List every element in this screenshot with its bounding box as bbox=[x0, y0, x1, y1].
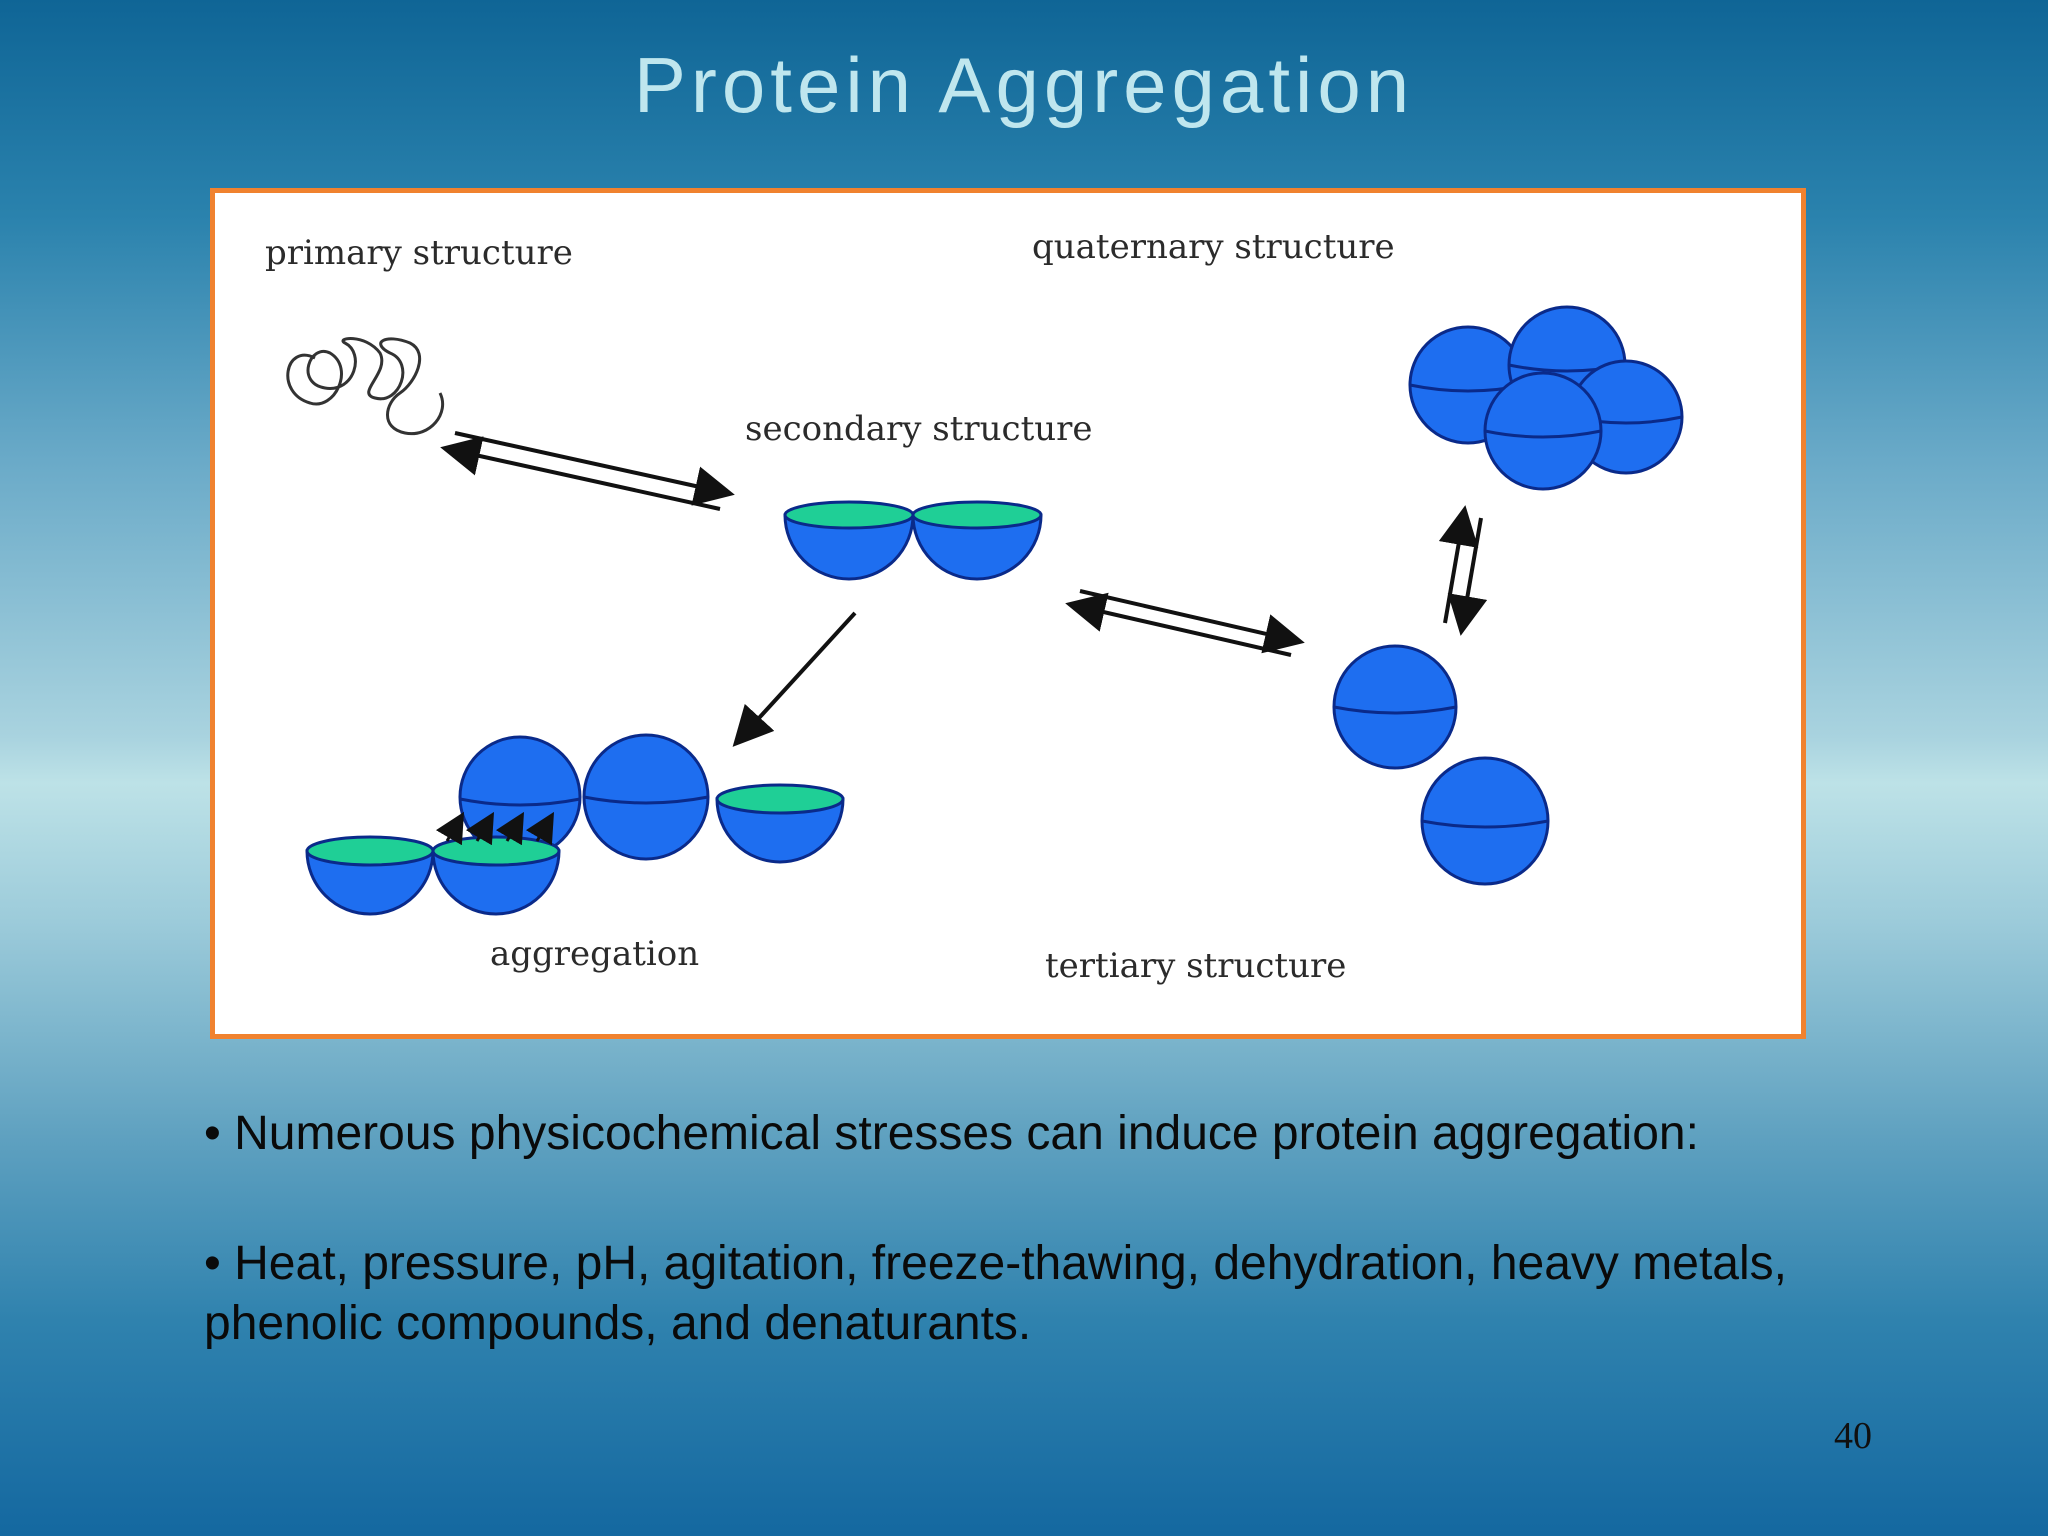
label-aggregation: aggregation bbox=[490, 934, 699, 974]
tertiary-structure-spheres bbox=[1332, 644, 1550, 886]
bullet-list: • Numerous physicochemical stresses can … bbox=[204, 1104, 1904, 1424]
secondary-structure-domains bbox=[783, 500, 1043, 581]
equilibrium-arrow-secondary-tertiary bbox=[1065, 589, 1305, 657]
label-tertiary-structure: tertiary structure bbox=[1045, 946, 1346, 986]
bullet-item: • Numerous physicochemical stresses can … bbox=[204, 1107, 1699, 1160]
protein-structure-figure: primary structure quaternary structure s… bbox=[210, 188, 1806, 1039]
equilibrium-arrow-primary-secondary bbox=[440, 431, 735, 511]
label-quaternary-structure: quaternary structure bbox=[1032, 227, 1395, 267]
protein-diagram: primary structure quaternary structure s… bbox=[265, 227, 1684, 986]
quaternary-structure-spheres bbox=[1408, 305, 1684, 491]
primary-chain bbox=[286, 337, 444, 436]
arrow-secondary-to-aggregation bbox=[732, 611, 857, 747]
equilibrium-arrow-tertiary-quaternary bbox=[1438, 505, 1488, 636]
label-primary-structure: primary structure bbox=[265, 233, 573, 273]
aggregation-domains bbox=[305, 733, 845, 916]
bullet-item: • Heat, pressure, pH, agitation, freeze-… bbox=[204, 1237, 1787, 1350]
label-secondary-structure: secondary structure bbox=[745, 409, 1093, 449]
slide-title: Protein Aggregation bbox=[633, 41, 1415, 129]
aggregation-contact-arrows bbox=[435, 811, 555, 846]
page-number: 40 bbox=[1834, 1415, 1872, 1457]
